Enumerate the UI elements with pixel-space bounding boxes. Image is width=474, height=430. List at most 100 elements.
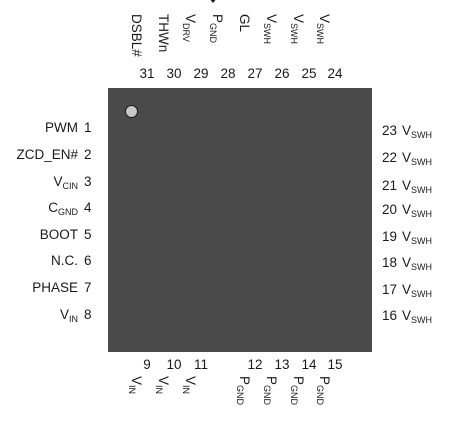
bottom-pin-14-name-sub: GND [289, 385, 299, 406]
top-pin-24-rotated: VSWH [315, 14, 332, 44]
left-pin-5-name-main: BOOT [39, 227, 78, 242]
right-pin-17-number: 17 [382, 282, 398, 297]
bottom-pin-9-name: VIN [127, 376, 144, 394]
right-pin-17: 17 VSWH [382, 282, 432, 299]
left-pin-5-number: 5 [84, 227, 92, 242]
bottom-pin-13-name-sub: GND [262, 385, 272, 406]
left-pin-3-number: 3 [84, 174, 92, 189]
top-pin-29-number: 29 [193, 66, 209, 81]
left-pin-8-name-sub: IN [69, 314, 78, 324]
left-pin-2-name: ZCD_EN# [16, 147, 78, 162]
left-pin-6-name-main: N.C. [51, 253, 78, 268]
top-pin-30-rotated: THWn [155, 14, 171, 52]
right-pin-16-number: 16 [382, 308, 398, 323]
bottom-pin-9-rotated: VIN [127, 376, 144, 394]
right-pin-16-name: VSWH [402, 308, 432, 325]
left-pin-1-name-main: PWM [45, 120, 78, 135]
bottom-pin-10-name: VIN [154, 376, 171, 395]
chip-package [108, 88, 372, 352]
top-pin-25-number: 25 [301, 66, 317, 81]
left-pin-4-name-sub: GND [58, 207, 78, 217]
top-pin-28-name-main: P [210, 14, 225, 24]
bottom-pin-10-name-sub: IN [154, 385, 164, 395]
top-pin-26-name-main: V [264, 14, 279, 24]
top-pin-30-name: THWn [156, 14, 171, 52]
top-pin-26-number: 26 [274, 66, 290, 81]
bottom-pin-15-rotated: PGND [315, 376, 332, 405]
bottom-pin-13-rotated: PGND [262, 376, 279, 405]
left-pin-6-name: N.C. [51, 253, 78, 268]
bottom-pin-14-name-main: P [291, 376, 306, 386]
right-pin-18-name-main: V [402, 255, 412, 270]
right-pin-22-number: 22 [382, 150, 398, 165]
top-pin-31-name: DSBL# [129, 14, 144, 57]
right-pin-20: 20 VSWH [382, 202, 432, 219]
right-pin-19-name-main: V [402, 229, 412, 244]
left-pin-7-name: PHASE [32, 280, 78, 295]
top-pin-24-name-sub: SWH [315, 23, 325, 45]
top-arrow-marker [204, 0, 222, 3]
right-pin-19-name: VSWH [402, 229, 433, 246]
bottom-pin-15-name-main: P [317, 376, 332, 386]
bottom-pin-13-number: 13 [274, 357, 290, 372]
right-pin-19-name-sub: SWH [411, 236, 433, 246]
left-pin-7: PHASE 7 [32, 280, 98, 296]
right-pin-21-number: 21 [382, 178, 398, 193]
bottom-pin-10-name-main: V [156, 376, 171, 386]
left-pin-5-name: BOOT [40, 227, 78, 242]
top-pin-26-name-sub: SWH [262, 23, 272, 45]
left-pin-4-name-main: C [48, 200, 58, 215]
top-pin-30-name-main: THWn [156, 14, 171, 53]
right-pin-17-name-main: V [402, 282, 412, 297]
right-pin-20-name-sub: SWH [411, 209, 433, 219]
right-pin-23-number: 23 [382, 123, 398, 138]
bottom-pin-11-name: VIN [181, 376, 198, 394]
left-pin-3-name-main: V [53, 174, 63, 189]
left-pin-8-name: VIN [60, 307, 78, 324]
left-pin-6-number: 6 [84, 253, 92, 268]
top-pin-29-rotated: VDRV [181, 14, 198, 42]
bottom-pin-15-name: PGND [315, 376, 332, 406]
top-pin-25-rotated: VSWH [289, 14, 306, 44]
right-pin-20-name: VSWH [402, 202, 433, 219]
right-pin-16: 16 VSWH [382, 308, 432, 325]
left-pin-2-name-main: ZCD_EN# [16, 147, 78, 162]
bottom-pin-9-name-main: V [129, 376, 144, 386]
left-pin-5: BOOT 5 [40, 227, 98, 243]
bottom-pin-15-name-sub: GND [315, 385, 325, 406]
right-pin-20-number: 20 [382, 202, 398, 217]
top-pin-26-name: VSWH [262, 14, 279, 45]
top-pin-31-number: 31 [139, 66, 155, 81]
top-pin-27-rotated: GL [236, 14, 252, 32]
left-pin-8: VIN 8 [60, 307, 98, 324]
bottom-pin-9-number: 9 [143, 357, 151, 372]
left-pin-7-number: 7 [84, 280, 92, 295]
right-pin-23-name-sub: SWH [411, 130, 433, 140]
left-pin-8-number: 8 [84, 307, 92, 322]
left-pin-2-number: 2 [84, 147, 92, 162]
left-pin-3-name: VCIN [53, 174, 78, 191]
bottom-pin-12-name-sub: GND [235, 385, 245, 406]
right-pin-21-name-sub: SWH [411, 185, 433, 195]
bottom-pin-11-name-main: V [183, 376, 198, 386]
bottom-pin-13-name-main: P [264, 376, 279, 386]
bottom-pin-10-number: 10 [166, 357, 182, 372]
top-pin-25-name-main: V [291, 14, 306, 24]
bottom-pin-10-rotated: VIN [154, 376, 171, 394]
top-pin-31-rotated: DSBL# [128, 14, 144, 57]
top-pin-29-name-sub: DRV [181, 23, 191, 42]
top-pin-31-name-main: DSBL# [129, 14, 144, 57]
left-pin-6: N.C. 6 [51, 253, 98, 269]
top-pin-29-name: VDRV [181, 14, 198, 42]
right-pin-17-name-sub: SWH [411, 289, 433, 299]
top-pin-27-name: GL [237, 14, 252, 32]
top-pin-27-number: 27 [247, 66, 263, 81]
top-pin-24-name: VSWH [315, 14, 332, 45]
top-pin-25-name-sub: SWH [289, 23, 299, 45]
